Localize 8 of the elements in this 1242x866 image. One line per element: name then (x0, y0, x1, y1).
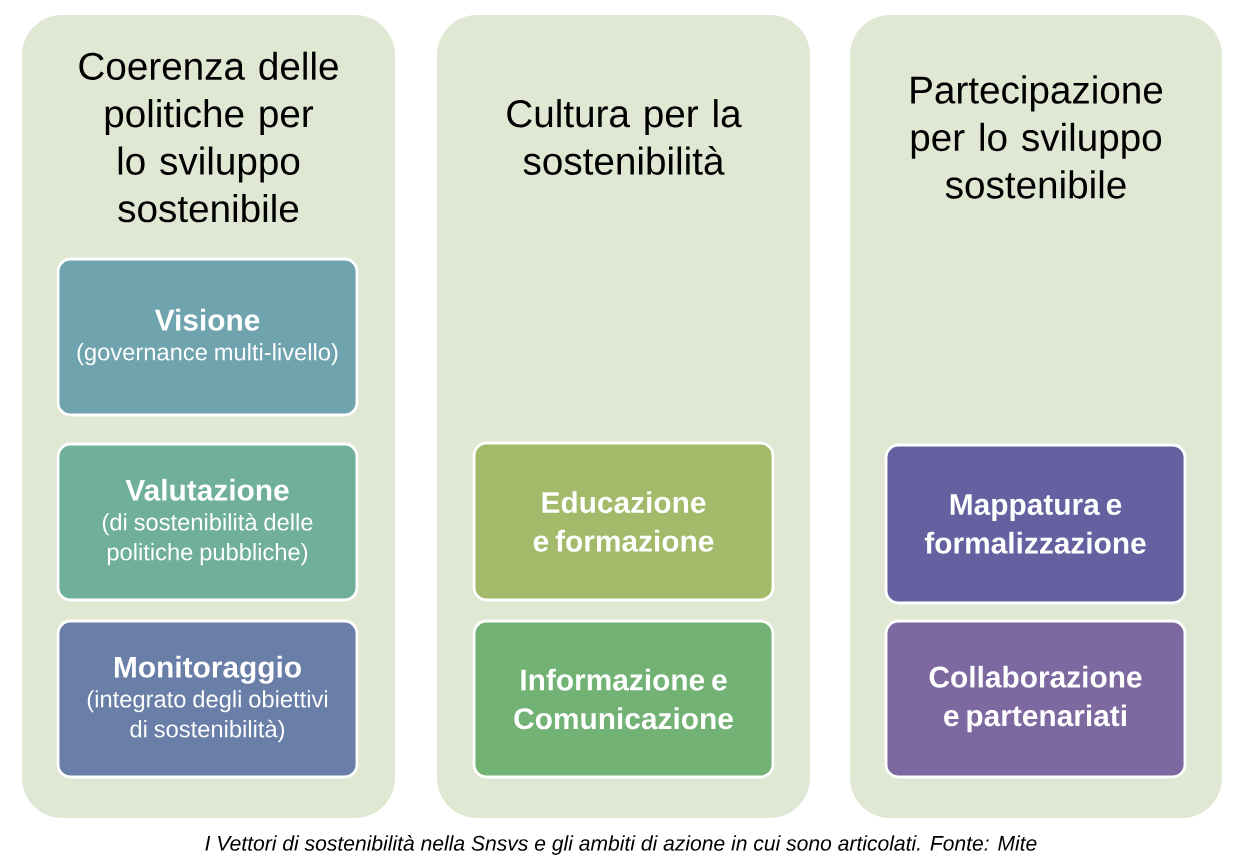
category-box: Educazione e formazione (472, 441, 775, 602)
category-box: Mappatura e formalizzazione (884, 443, 1187, 605)
category-box: Collaborazione e partenariati (884, 619, 1187, 779)
category-box: Informazione e Comunicazione (472, 619, 775, 779)
caption: I Vettori di sostenibilità nella Snsvs e gli ambiti di azione in cui sono articolati. Fonte: Mite (205, 835, 1037, 855)
category-box: Visione (governance multi-livello) (56, 257, 359, 417)
category-box: Valutazione (di sostenibilità delle politiche pubbliche) (56, 442, 359, 602)
category-box: Monitoraggio (integrato degli obiettivi di sostenibilità) (56, 619, 359, 779)
